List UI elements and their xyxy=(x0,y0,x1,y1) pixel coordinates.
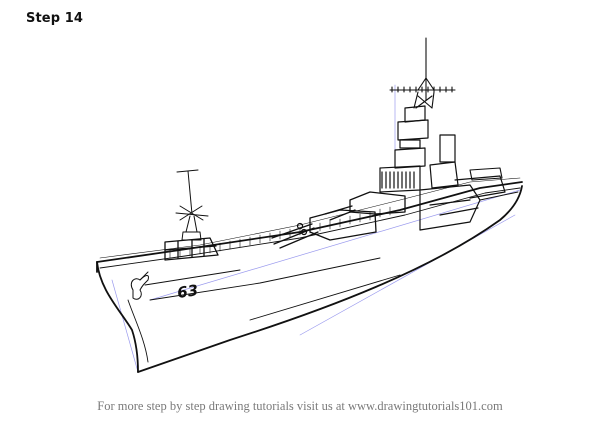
superstructure xyxy=(379,105,506,231)
step-title: Step 14 xyxy=(26,11,84,26)
footer-credit: For more step by step drawing tutorials … xyxy=(97,399,503,413)
gun-turret-2 xyxy=(324,191,406,221)
forward-mast xyxy=(175,169,209,241)
hull-number: 63 xyxy=(176,281,199,302)
hull xyxy=(96,181,523,373)
gun-turret-3 xyxy=(469,167,503,181)
hull-details xyxy=(99,187,521,363)
bow-emblem-icon xyxy=(130,271,149,300)
forward-deckhouse xyxy=(164,237,219,261)
gun-turret-1 xyxy=(271,209,377,249)
main-mast xyxy=(389,37,456,109)
